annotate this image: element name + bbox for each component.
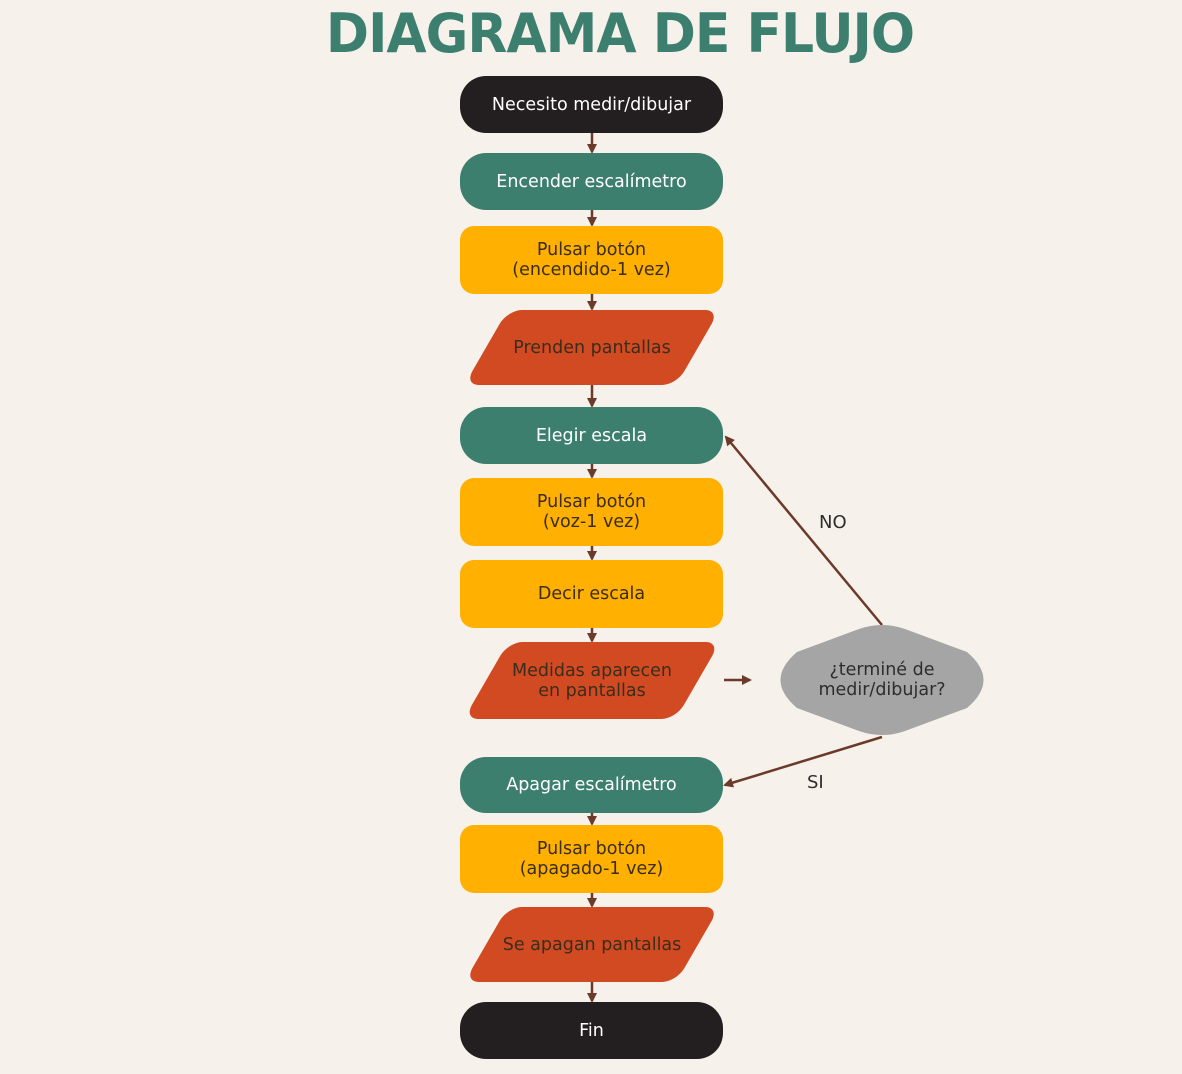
apagar-node: Apagar escalímetro xyxy=(460,757,723,813)
no-edge-label: NO xyxy=(819,512,847,533)
elegir-node: Elegir escala xyxy=(460,407,723,464)
decision-label: ¿terminé de medir/dibujar? xyxy=(818,660,946,700)
pulsar-apagado-node: Pulsar botón (apagado-1 vez) xyxy=(460,825,723,893)
pulsar-voz-node: Pulsar botón (voz-1 vez) xyxy=(460,478,723,546)
decir-node: Decir escala xyxy=(460,560,723,628)
fin-node: Fin xyxy=(460,1002,723,1059)
decision-diamond xyxy=(780,625,984,735)
prenden-node: Prenden pantallas xyxy=(486,310,698,385)
encender-node: Encender escalímetro xyxy=(460,153,723,210)
arrow-decision-no xyxy=(724,435,883,626)
arrow-decision-si xyxy=(723,735,883,788)
pulsar-encendido-node: Pulsar botón (encendido-1 vez) xyxy=(460,226,723,294)
medidas-node: Medidas aparecen en pantallas xyxy=(486,642,698,719)
se-apagan-node: Se apagan pantallas xyxy=(486,907,698,982)
page-title: DIAGRAMA DE FLUJO xyxy=(325,2,915,66)
start-node: Necesito medir/dibujar xyxy=(460,76,723,133)
si-edge-label: SI xyxy=(807,772,824,793)
